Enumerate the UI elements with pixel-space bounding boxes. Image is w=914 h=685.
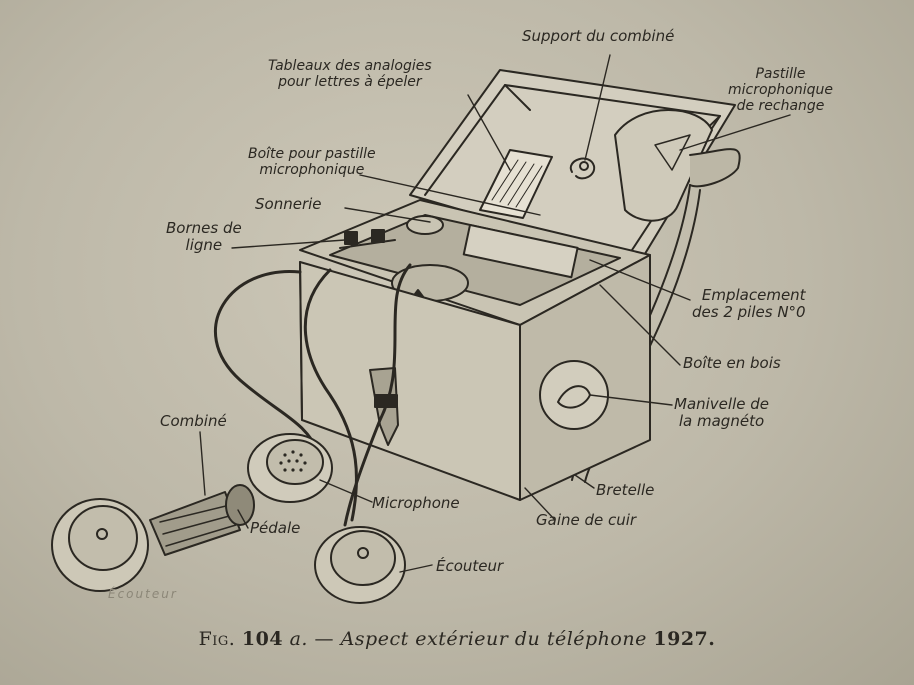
label-pastille-rechange: Pastille microphonique de rechange — [728, 66, 833, 114]
label-boite-pastille-line1: Boîte pour pastille — [248, 146, 376, 162]
label-combine: Combiné — [160, 412, 227, 430]
separate-earpiece — [314, 526, 406, 604]
caption-number: 104 — [241, 628, 284, 650]
label-pastille-rechange-line3: de rechange — [736, 98, 825, 114]
caption-letter: a. — [289, 628, 308, 650]
label-tableaux-line2: pour lettres à épeler — [278, 74, 422, 90]
label-boite-pastille: Boîte pour pastille microphonique — [248, 146, 376, 178]
box-top — [299, 199, 651, 326]
label-manivelle: Manivelle de la magnéto — [674, 396, 769, 430]
microphone — [247, 433, 333, 503]
label-emplacement-line2: des 2 piles N°0 — [692, 303, 806, 321]
label-ecouteur: Écouteur — [436, 557, 504, 575]
caption-prefix: Fig. — [198, 628, 236, 650]
label-support-combine: Support du combiné — [522, 27, 675, 45]
handset-support — [569, 157, 596, 180]
label-manivelle-line1: Manivelle de — [674, 395, 769, 413]
label-bornes-line1: Bornes de — [166, 219, 242, 237]
handset-earpiece — [51, 498, 149, 592]
caption-dash: — — [314, 628, 335, 650]
magneto-crank — [539, 360, 609, 430]
caption-year: 1927. — [653, 628, 716, 650]
label-bornes-line2: ligne — [185, 236, 223, 254]
faded-label: Écouteur — [108, 587, 178, 601]
label-emplacement: Emplacement des 2 piles N°0 — [692, 287, 806, 321]
label-pedale: Pédale — [250, 519, 301, 537]
cords — [214, 263, 412, 527]
label-pastille-rechange-line1: Pastille — [755, 66, 806, 82]
label-bornes: Bornes de ligne — [166, 220, 242, 254]
spare-pellet-pocket — [614, 109, 713, 222]
label-boite-pastille-line2: microphonique — [259, 162, 365, 178]
label-manivelle-line2: la magnéto — [678, 412, 765, 430]
caption-title: Aspect extérieur du téléphone — [340, 628, 647, 650]
label-sonnerie: Sonnerie — [255, 195, 322, 213]
label-emplacement-line1: Emplacement — [701, 286, 806, 304]
label-gaine: Gaine de cuir — [536, 511, 637, 529]
label-tableaux: Tableaux des analogies pour lettres à ép… — [268, 58, 432, 90]
label-pastille-rechange-line2: microphonique — [728, 82, 834, 98]
label-bretelle: Bretelle — [596, 481, 655, 499]
handset — [149, 484, 255, 556]
figure-caption: Fig. 104 a. — Aspect extérieur du téléph… — [0, 628, 914, 650]
label-boite-bois: Boîte en bois — [683, 354, 781, 372]
line-terminals — [339, 229, 396, 249]
label-microphone: Microphone — [372, 494, 460, 512]
leader-lines — [199, 54, 791, 573]
analogies-table — [479, 149, 553, 219]
label-tableaux-line1: Tableaux des analogies — [268, 58, 432, 74]
